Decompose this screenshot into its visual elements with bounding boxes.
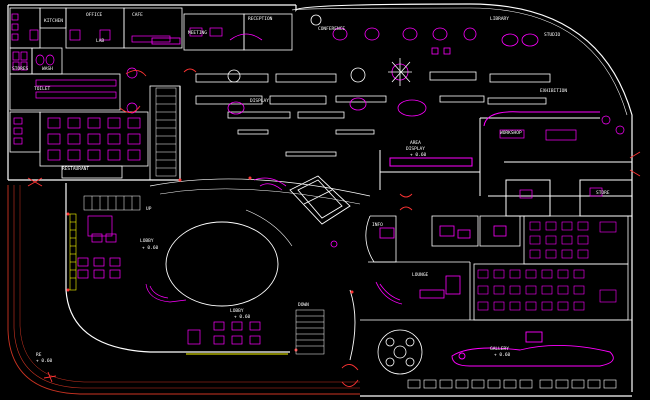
service-rooms xyxy=(9,7,293,181)
label-kitchen: KITCHEN xyxy=(44,18,63,24)
exhibit-fixtures xyxy=(151,27,539,117)
label-studio: STUDIO xyxy=(544,32,561,38)
lobby-bottom xyxy=(187,321,261,345)
label-entrance-level: + 0.60 xyxy=(36,358,53,364)
label-lobby-left-level: + 0.60 xyxy=(142,245,159,251)
rotunda-columns xyxy=(66,176,354,352)
label-lobby-left: LOBBY xyxy=(140,238,154,244)
label-restaurant: RESTAURANT xyxy=(62,166,89,172)
label-toilet: TOILET xyxy=(34,86,51,92)
label-stores: STORES xyxy=(12,66,29,72)
label-area-display2: DISPLAY xyxy=(406,146,425,152)
label-display: DISPLAY xyxy=(250,98,269,104)
label-library: LIBRARY xyxy=(490,16,509,22)
display-room-furniture xyxy=(499,115,625,199)
toilet-fixtures xyxy=(11,13,55,145)
stair-restaurant xyxy=(155,87,177,177)
lift-core xyxy=(360,215,632,321)
stair-bottom xyxy=(295,309,325,355)
lobby-left-yellow-stairs xyxy=(69,213,77,291)
stair-lobby-left xyxy=(83,195,141,211)
label-down: DOWN xyxy=(298,302,309,308)
label-workshop: WORKSHOP xyxy=(500,130,522,136)
lobby-left xyxy=(77,215,187,303)
label-office: OFFICE xyxy=(86,12,103,18)
fan-exhibit xyxy=(388,58,412,86)
label-gallery-level: + 0.60 xyxy=(494,352,511,358)
label-lounge: LOUNGE xyxy=(412,272,429,278)
gallery xyxy=(377,329,423,375)
gallery-display-case xyxy=(451,331,614,367)
restaurant-tables xyxy=(35,27,223,161)
door-symbols xyxy=(27,68,641,387)
label-info: INFO xyxy=(372,222,383,228)
label-area-display-level: + 0.60 xyxy=(410,152,427,158)
skylight-diamond xyxy=(289,175,351,225)
label-wash: WASH xyxy=(42,66,53,72)
label-cafe: CAFE xyxy=(132,12,143,18)
room-labels: LOBBY + 0.60 LOBBY + 0.60 AREA DISPLAY +… xyxy=(12,12,610,364)
label-reception: RECEPTION xyxy=(248,16,273,22)
label-store: STORE xyxy=(596,190,610,196)
classroom-desks xyxy=(477,221,617,311)
label-lobby-bottom-level: + 0.60 xyxy=(234,314,251,320)
label-up: UP xyxy=(146,206,152,212)
central-exhibits xyxy=(195,14,551,157)
label-exhibition: EXHIBITION xyxy=(540,88,567,94)
outer-walls xyxy=(7,3,633,397)
label-meeting: MEETING xyxy=(188,30,207,36)
rotunda xyxy=(149,178,371,361)
label-gallery: GALLERY xyxy=(490,346,509,352)
label-area-display: AREA xyxy=(410,140,421,146)
central-curved-desks xyxy=(253,177,338,248)
label-lab: LAB xyxy=(96,38,104,44)
reception-furniture xyxy=(375,225,507,305)
classroom-walls xyxy=(473,215,629,321)
gallery-bench-row xyxy=(407,379,617,389)
label-entrance: RE xyxy=(36,352,42,358)
label-lobby-bottom: LOBBY xyxy=(230,308,244,314)
label-conference: CONFERENCE xyxy=(318,26,345,32)
upper-right-partitions xyxy=(379,111,633,217)
